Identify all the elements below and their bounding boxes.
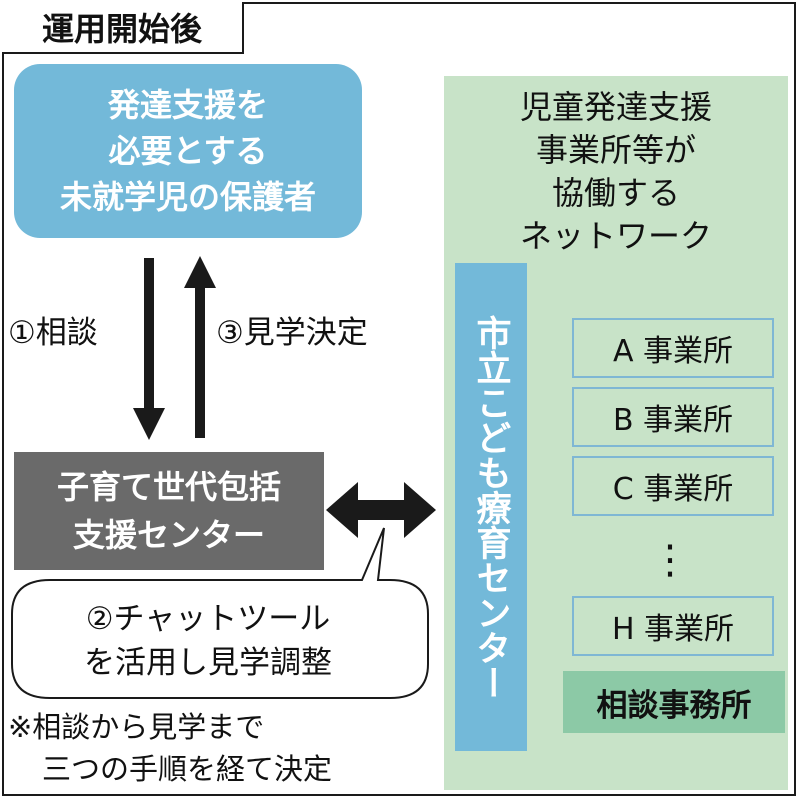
speech-callout-shape bbox=[11, 527, 429, 699]
office-a-label: A 事業所 bbox=[612, 334, 734, 369]
down-arrow-icon bbox=[133, 258, 165, 440]
office-c-box: C 事業所 bbox=[572, 456, 774, 516]
support-center-line-1: 子育て世代包括 bbox=[56, 468, 281, 506]
guardian-line-3: 未就学児の保護者 bbox=[59, 178, 316, 216]
network-line-1: 児童発達支援 bbox=[519, 88, 712, 126]
step1-label: ①相談 bbox=[8, 316, 138, 356]
ellipsis-dots: ⋮ bbox=[640, 525, 700, 595]
office-b-box: B 事業所 bbox=[572, 387, 774, 447]
network-line-4: ネットワーク bbox=[519, 217, 712, 255]
figure-title-text: 運用開始後 bbox=[41, 10, 202, 48]
support-center-line-2: 支援センター bbox=[72, 516, 265, 554]
guardian-line-1: 発達支援を bbox=[107, 86, 268, 124]
consultation-office-box: 相談事務所 bbox=[563, 671, 785, 733]
network-line-2: 事業所等が bbox=[535, 131, 696, 169]
chat-callout: ②チャットツール を活用し見学調整 bbox=[14, 586, 402, 696]
step3-text: ③見学決定 bbox=[216, 315, 368, 351]
office-c-label: C 事業所 bbox=[612, 472, 734, 507]
ellipsis-text: ⋮ bbox=[650, 537, 690, 583]
consultation-office-label: 相談事務所 bbox=[596, 687, 752, 724]
network-heading: 児童発達支援 事業所等が 協働する ネットワーク bbox=[444, 82, 788, 262]
figure-title: 運用開始後 bbox=[2, 2, 244, 54]
guardian-line-2: 必要とする bbox=[108, 132, 268, 170]
step1-text: ①相談 bbox=[8, 315, 98, 351]
support-center-box: 子育て世代包括 支援センター bbox=[14, 452, 324, 570]
double-arrow-icon bbox=[326, 482, 436, 538]
up-arrow-icon bbox=[184, 256, 216, 438]
city-center-bar: 市立こども療育センター bbox=[455, 263, 527, 751]
footnote-line-2: 三つの手順を経て決定 bbox=[42, 752, 333, 786]
network-line-3: 協働する bbox=[551, 174, 680, 212]
office-h-box: H 事業所 bbox=[572, 596, 774, 656]
office-h-label: H 事業所 bbox=[611, 612, 735, 647]
guardian-box: 発達支援を 必要とする 未就学児の保護者 bbox=[14, 64, 362, 238]
footnote: ※相談から見学まで 三つの手順を経て決定 bbox=[8, 706, 440, 796]
chat-callout-line-1: ②チャットツール bbox=[85, 601, 331, 637]
city-center-label: 市立こども療育センター bbox=[470, 314, 511, 700]
footnote-line-1: ※相談から見学まで bbox=[8, 710, 265, 744]
office-a-box: A 事業所 bbox=[572, 318, 774, 378]
chat-callout-line-2: を活用し見学調整 bbox=[84, 645, 332, 681]
office-b-label: B 事業所 bbox=[612, 403, 734, 438]
step3-label: ③見学決定 bbox=[216, 316, 436, 356]
